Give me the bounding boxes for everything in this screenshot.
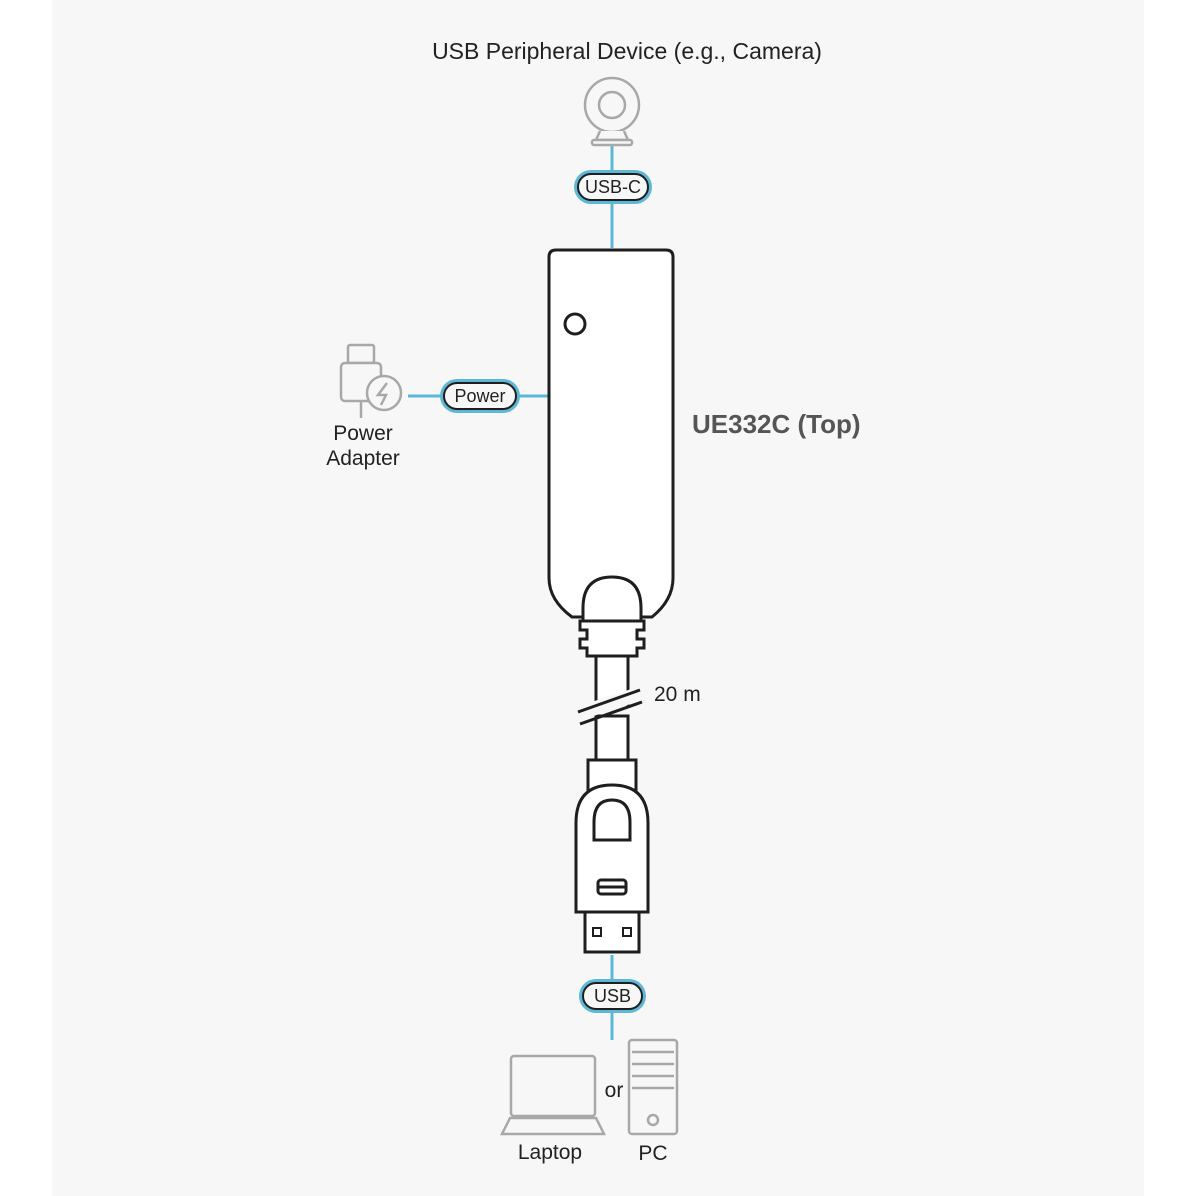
extender-device [547,248,675,762]
pc-label: PC [638,1142,668,1165]
laptop-icon [499,1054,607,1136]
model-name: UE332C (Top) [692,409,861,439]
camera-icon [583,76,641,147]
usb-a-plug [574,758,650,954]
usb-c-pill: USB-C [577,173,649,201]
cable-length-label: 20 m [654,683,701,706]
cable-break-marks [577,686,643,726]
power-adapter-icon [339,343,403,418]
or-label: or [604,1079,624,1102]
usb-pill: USB [582,982,643,1010]
power-adapter-label-line1: Power [333,422,393,445]
power-adapter-label-line2: Adapter [326,447,400,470]
status-led [563,312,587,336]
power-pill: Power [443,382,517,410]
laptop-label: Laptop [517,1141,583,1164]
pc-tower-icon [627,1038,679,1136]
peripheral-device-label: USB Peripheral Device (e.g., Camera) [432,38,822,64]
